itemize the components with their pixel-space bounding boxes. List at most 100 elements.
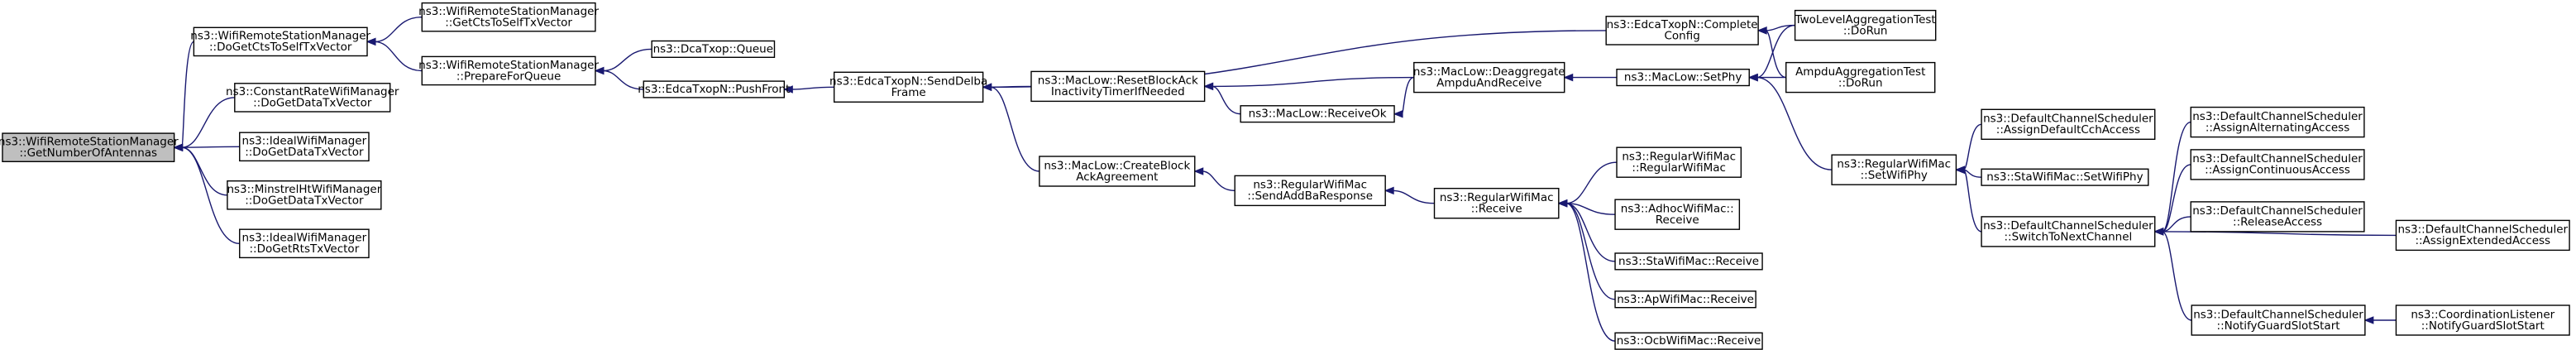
node-box[interactable] [193, 26, 368, 57]
node-staSetWifiPhy[interactable]: ns3::StaWifiMac::SetWifiPhy [1981, 168, 2149, 186]
call-edge-idealDoGetDataTxVector-to-getNumberOfAntennas [181, 146, 240, 148]
node-box[interactable] [651, 40, 776, 58]
node-box[interactable] [1039, 156, 1196, 187]
node-box[interactable] [1605, 16, 1759, 46]
node-releaseAccess[interactable]: ns3::DefaultChannelScheduler::ReleaseAcc… [2190, 201, 2365, 233]
node-box[interactable] [2190, 149, 2365, 180]
arrowhead-icon [1747, 73, 1758, 82]
node-label-line: ::SetWifiPhy [1861, 169, 1928, 182]
node-sendAddBaResponse[interactable]: ns3::RegularWifiMac::SendAddBaResponse [1234, 175, 1386, 207]
node-label-line: Frame [891, 86, 926, 99]
node-label-line: ns3::MinstrelHtWifiManager [227, 183, 381, 196]
node-assignContinuous[interactable]: ns3::DefaultChannelScheduler::AssignCont… [2190, 149, 2365, 180]
node-regularCtor[interactable]: ns3::RegularWifiMac::RegularWifiMac [1616, 146, 1742, 178]
node-assignAlternating[interactable]: ns3::DefaultChannelScheduler::AssignAlte… [2190, 106, 2365, 138]
node-box[interactable] [643, 80, 786, 98]
node-box[interactable] [1234, 175, 1386, 207]
node-box[interactable] [1614, 332, 1763, 350]
node-doGetCtsToSelfTxVector[interactable]: ns3::WifiRemoteStationManager::DoGetCtsT… [190, 26, 371, 57]
node-minstrelHtDoGetDataTxVector[interactable]: ns3::MinstrelHtWifiManager::DoGetDataTxV… [227, 180, 382, 210]
node-coordNotifyGuardSlotStart[interactable]: ns3::CoordinationListener::NotifyGuardSl… [2395, 304, 2570, 336]
node-box[interactable] [1981, 168, 2149, 186]
node-assignExtended[interactable]: ns3::DefaultChannelScheduler::AssignExte… [2395, 219, 2570, 252]
node-label-line: ::DoRun [1843, 24, 1888, 37]
call-edge-staReceive-to-regularReceive [1565, 203, 1616, 262]
node-box[interactable] [239, 228, 370, 259]
node-apReceive[interactable]: ns3::ApWifiMac::Receive [1614, 290, 1756, 309]
node-box[interactable] [2190, 201, 2365, 233]
node-label-line: ns3::WifiRemoteStationManager [0, 135, 179, 148]
node-ampduDoRun[interactable]: AmpduAggregationTest::DoRun [1785, 61, 1936, 93]
node-adhocReceive[interactable]: ns3::AdhocWifiMac::Receive [1614, 199, 1741, 230]
node-label-line: ::ReleaseAccess [2233, 216, 2322, 229]
node-box[interactable] [1831, 154, 1957, 185]
node-idealDoGetDataTxVector[interactable]: ns3::IdealWifiManager::DoGetDataTxVector [239, 132, 370, 162]
node-getNumberOfAntennas[interactable]: ns3::WifiRemoteStationManager::GetNumber… [0, 132, 179, 163]
node-box[interactable] [1981, 108, 2156, 141]
node-box[interactable] [833, 71, 984, 103]
node-idealDoGetRtsTxVector[interactable]: ns3::IdealWifiManager::DoGetRtsTxVector [239, 228, 370, 259]
node-resetBlockAck[interactable]: ns3::MacLow::ResetBlockAckInactivityTime… [1030, 70, 1206, 103]
node-box[interactable] [421, 55, 596, 86]
node-box[interactable] [1030, 70, 1206, 103]
node-label-line: ns3::RegularWifiMac [1253, 179, 1367, 192]
node-box[interactable] [1785, 61, 1936, 93]
node-box[interactable] [1614, 199, 1741, 230]
node-box[interactable] [1614, 290, 1756, 309]
node-notifyGuardSlotStart[interactable]: ns3::DefaultChannelScheduler::NotifyGuar… [2191, 304, 2366, 336]
node-label-line: ns3::RegularWifiMac [1837, 157, 1951, 170]
node-box[interactable] [421, 2, 596, 32]
node-edcaPushFront[interactable]: ns3::EdcaTxopN::PushFront [638, 80, 790, 98]
node-box[interactable] [1240, 105, 1395, 123]
call-edge-regularCtor-to-regularReceive [1565, 161, 1618, 204]
node-label-line: ns3::DefaultChannelScheduler [2397, 223, 2568, 237]
node-label-line: ::AssignContinuousAccess [2205, 164, 2350, 177]
call-edge-switchToNextChannel-to-regularSetWifiPhy [1962, 169, 1982, 233]
node-staReceive[interactable]: ns3::StaWifiMac::Receive [1614, 252, 1763, 271]
node-macLowSetPhy[interactable]: ns3::MacLow::SetPhy [1616, 68, 1750, 87]
node-assignDefaultCch[interactable]: ns3::DefaultChannelScheduler::AssignDefa… [1981, 108, 2156, 141]
node-label-line: AckAgreement [1076, 170, 1158, 184]
node-dcaQueue[interactable]: ns3::DcaTxop::Queue [651, 40, 776, 58]
node-macLowReceiveOk[interactable]: ns3::MacLow::ReceiveOk [1240, 105, 1395, 123]
node-box[interactable] [1433, 187, 1560, 219]
node-label-line: ::GetCtsToSelfTxVector [445, 16, 572, 29]
node-label-line: ns3::EdcaTxopN::Complete [1607, 18, 1758, 31]
arrowhead-icon [2153, 228, 2164, 236]
node-switchToNextChannel[interactable]: ns3::DefaultChannelScheduler::SwitchToNe… [1981, 216, 2156, 247]
call-edge-macLowReceiveOk-to-resetBlockAck [1212, 85, 1241, 115]
node-regularReceive[interactable]: ns3::RegularWifiMac::Receive [1433, 187, 1560, 219]
arrowhead-icon [1955, 165, 1965, 174]
node-box[interactable] [2395, 219, 2570, 252]
node-regularSetWifiPhy[interactable]: ns3::RegularWifiMac::SetWifiPhy [1831, 154, 1957, 185]
node-box[interactable] [1794, 9, 1937, 41]
node-prepareForQueue[interactable]: ns3::WifiRemoteStationManager::PrepareFo… [418, 55, 599, 86]
node-box[interactable] [227, 180, 382, 210]
node-label-line: ns3::ConstantRateWifiManager [226, 85, 399, 98]
node-label-line: ::Receive [1471, 202, 1522, 215]
node-constantRateDoGetDataTxVector[interactable]: ns3::ConstantRateWifiManager::DoGetDataT… [226, 83, 399, 113]
node-ocbReceive[interactable]: ns3::OcbWifiMac::Receive [1614, 332, 1763, 350]
call-edge-deaggregate-to-resetBlockAck [1212, 76, 1414, 88]
node-box[interactable] [2190, 106, 2365, 138]
node-box[interactable] [2395, 304, 2570, 336]
arrowhead-icon [594, 66, 605, 75]
arrowhead-icon [1557, 199, 1568, 208]
node-box[interactable] [1981, 216, 2156, 247]
node-box[interactable] [2, 132, 175, 163]
arrowhead-icon [366, 37, 376, 46]
node-label-line: Receive [1656, 213, 1699, 227]
node-box[interactable] [239, 132, 370, 162]
node-box[interactable] [1413, 61, 1565, 93]
node-getCtsToSelfTxVector[interactable]: ns3::WifiRemoteStationManager::GetCtsToS… [418, 2, 599, 32]
node-box[interactable] [1616, 146, 1742, 178]
node-box[interactable] [1616, 68, 1750, 87]
node-box[interactable] [234, 83, 391, 113]
node-twoLevelDoRun[interactable]: TwoLevelAggregationTest::DoRun [1794, 9, 1937, 41]
node-box[interactable] [1614, 252, 1763, 271]
node-box[interactable] [2191, 304, 2366, 336]
